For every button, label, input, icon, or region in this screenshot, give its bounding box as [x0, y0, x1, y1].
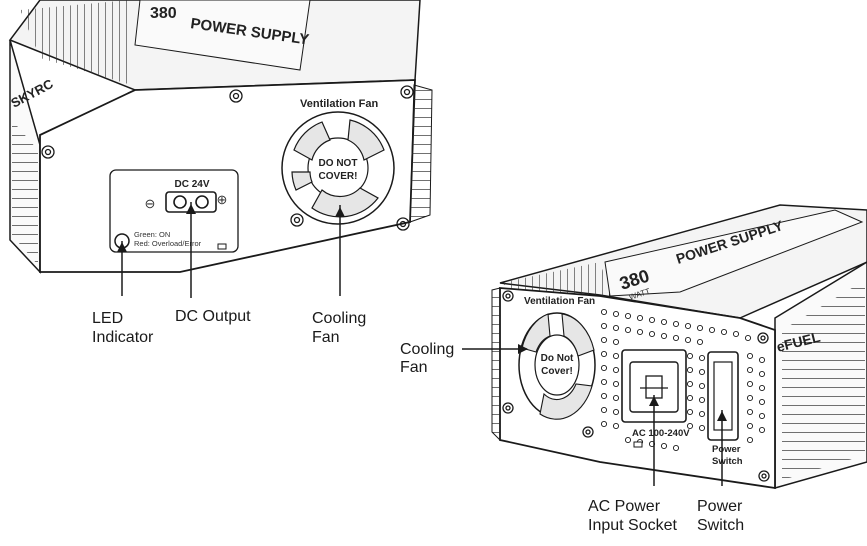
right-cooling-fan: Do Not Cover!	[518, 312, 596, 420]
left-fan-panel-title: Ventilation Fan	[300, 98, 379, 110]
right-fan-warning-line2: Cover!	[541, 366, 573, 377]
left-fan-warning-line2: COVER!	[319, 171, 358, 182]
right-callout-lines	[462, 344, 727, 486]
left-edge-fins	[409, 84, 433, 223]
callout-led-line1: LED	[92, 310, 123, 327]
callout-ac-line2: Input Socket	[588, 517, 678, 534]
left-power-supply-unit: 380 POWER SUPPLY SKYRC Ventilation Fan D…	[8, 0, 433, 274]
left-callout-lines	[117, 202, 345, 298]
power-switch: Power Switch	[707, 351, 743, 467]
left-fan-warning-line1: DO NOT	[319, 158, 358, 169]
switch-label-line1: Power	[712, 444, 741, 455]
led-legend-line2: Red: Overload/Error	[134, 239, 202, 248]
right-top-fins	[500, 262, 610, 296]
dc-minus-symbol: ⊖	[145, 196, 156, 211]
callout-cooling-right-line2: Fan	[400, 359, 428, 376]
ac-voltage-label: AC 100-240V	[632, 428, 690, 439]
left-screws	[41, 85, 414, 231]
right-screws	[502, 290, 770, 482]
left-cooling-fan: DO NOT COVER!	[281, 111, 395, 225]
switch-label-line2: Switch	[712, 456, 743, 467]
left-side-fins	[12, 120, 38, 265]
callout-ac-line1: AC Power	[588, 498, 661, 515]
callout-cooling-left-line1: Cooling	[312, 310, 366, 327]
right-top-label-plate	[604, 209, 864, 297]
callout-led-line2: Indicator	[92, 329, 154, 346]
right-vent-holes	[600, 308, 766, 452]
ac-power-input-socket: AC 100-240V	[621, 349, 690, 448]
dc-voltage-label: DC 24V	[174, 179, 209, 190]
callout-dc-output: DC Output	[175, 308, 251, 325]
right-power-supply-unit: 380 WATT POWER SUPPLY eFUEL Ve	[491, 204, 867, 490]
callout-switch-line2: Switch	[697, 517, 744, 534]
left-top-label-plate	[134, 0, 311, 71]
dc-plus-symbol: ⊕	[217, 192, 228, 207]
callout-switch-line1: Power	[697, 498, 743, 515]
right-fan-warning-line1: Do Not	[541, 353, 574, 364]
right-fan-panel-title: Ventilation Fan	[524, 296, 595, 307]
callout-cooling-left-line2: Fan	[312, 329, 340, 346]
led-legend-line1: Green: ON	[134, 230, 170, 239]
callout-cooling-right-line1: Cooling	[400, 341, 454, 358]
left-top-fins	[20, 0, 130, 84]
left-top-label-number: 380	[150, 5, 177, 22]
left-dc-output-panel: DC 24V ⊖ ⊕ Green: ON Red: Overload/Error	[109, 169, 239, 253]
right-left-edge	[491, 287, 501, 442]
right-side-fins	[782, 280, 865, 480]
